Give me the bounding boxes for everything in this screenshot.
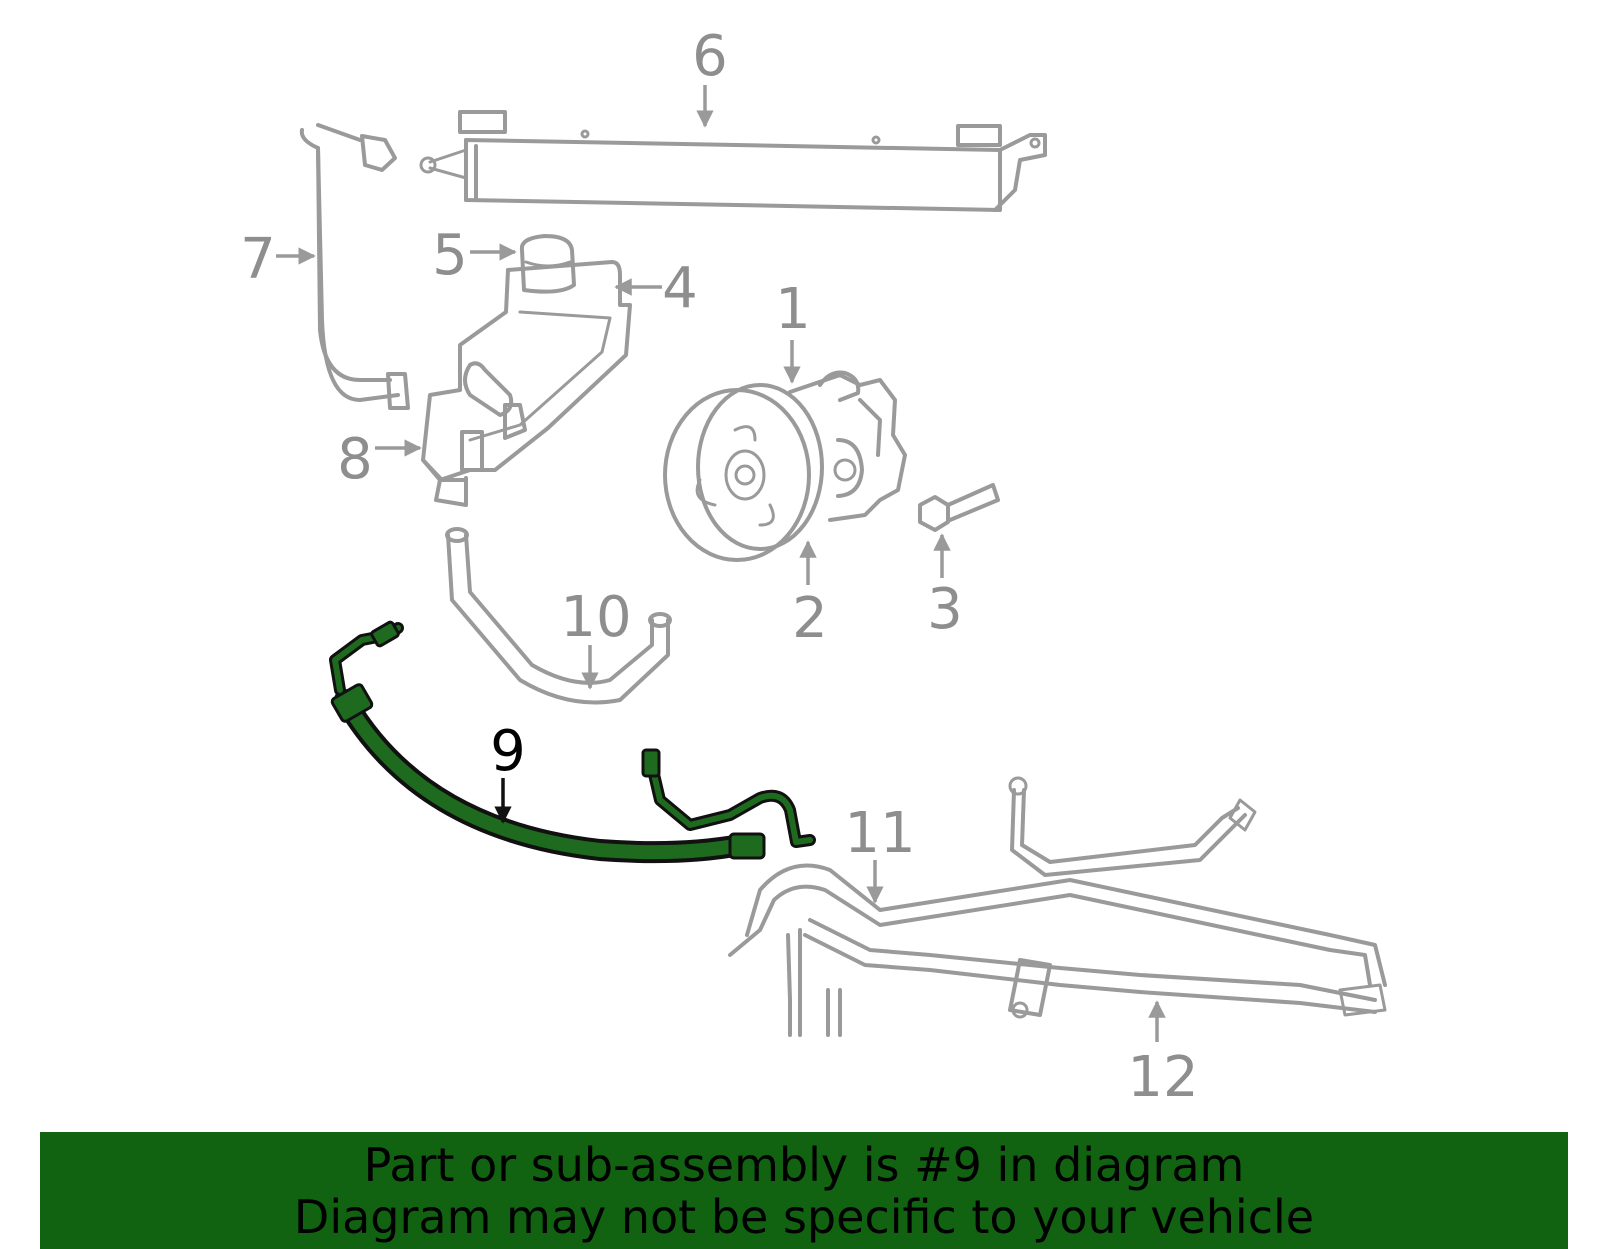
callout-1: 1 (775, 277, 811, 342)
part-1-pump (788, 370, 907, 522)
callout-5: 5 (432, 223, 468, 288)
part-2-pulley (663, 383, 824, 562)
part-8-bracket (421, 458, 468, 482)
part-3-bolt (918, 483, 1000, 532)
part-9-pressure-hose (329, 620, 816, 864)
callout-10: 10 (560, 585, 631, 650)
callout-9: 9 (490, 719, 526, 784)
part-11-cooler-lines (728, 776, 1387, 987)
callout-6: 6 (692, 24, 728, 89)
callout-8: 8 (337, 427, 373, 492)
callout-12: 12 (1127, 1045, 1198, 1110)
part-5-reservoir-cap (519, 234, 576, 294)
callout-2: 2 (792, 586, 828, 651)
banner-line-disclaimer: Diagram may not be specific to your vehi… (293, 1190, 1315, 1244)
callout-7: 7 (240, 227, 276, 292)
callout-4: 4 (662, 256, 698, 321)
part-7-hose (299, 123, 410, 410)
callout-3: 3 (927, 577, 963, 642)
part-12-return-lines (786, 918, 1387, 1037)
callout-11: 11 (844, 801, 915, 866)
info-banner: Part or sub-assembly is #9 in diagram Di… (40, 1132, 1568, 1249)
part-6-oil-cooler (419, 110, 1047, 212)
banner-line-part: Part or sub-assembly is #9 in diagram (363, 1138, 1245, 1192)
part-10-return-hose (445, 527, 672, 705)
part-4-reservoir (421, 260, 632, 507)
leader-arrows (276, 85, 1166, 1042)
